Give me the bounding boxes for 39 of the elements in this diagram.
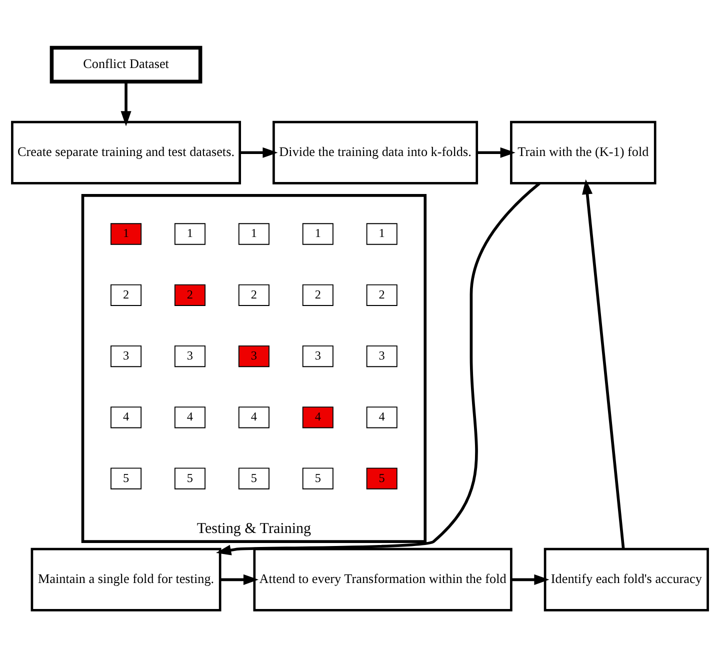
node-box: 1 bbox=[110, 222, 142, 244]
node-box: 2 bbox=[366, 284, 398, 306]
node-box: 5 bbox=[366, 467, 398, 489]
node-box: Train with the (K-1) fold bbox=[510, 120, 656, 184]
node-box: 2 bbox=[302, 284, 334, 306]
node-box: 5 bbox=[110, 467, 142, 489]
node-box: 1 bbox=[366, 222, 398, 244]
node-box: 2 bbox=[174, 284, 206, 306]
node-box: 5 bbox=[238, 467, 270, 489]
arrow bbox=[582, 178, 625, 548]
node-box: 4 bbox=[302, 406, 334, 428]
arrow bbox=[120, 81, 132, 126]
arrow bbox=[477, 146, 516, 158]
node-box: 1 bbox=[302, 222, 334, 244]
arrow bbox=[240, 146, 278, 158]
node-box: 3 bbox=[110, 344, 142, 367]
node-box: 3 bbox=[174, 344, 206, 367]
node-box: 2 bbox=[238, 284, 270, 306]
node-box: 4 bbox=[174, 406, 206, 428]
arrow bbox=[511, 574, 550, 584]
node-box: 3 bbox=[302, 344, 334, 367]
node-box: 5 bbox=[302, 467, 334, 489]
node-box: Identify each fold's accuracy bbox=[544, 547, 709, 611]
node-box: 4 bbox=[238, 406, 270, 428]
node-box: Maintain a single fold for testing. bbox=[30, 547, 222, 611]
arrow bbox=[220, 574, 259, 584]
node-box: Attend to every Transformation within the fold bbox=[253, 547, 512, 611]
node-box: 3 bbox=[238, 344, 270, 367]
node-box: 2 bbox=[110, 284, 142, 306]
node-box: Create separate training and test datasets. bbox=[11, 120, 242, 184]
arrow bbox=[216, 182, 540, 555]
node-box: Divide the training data into k-folds. bbox=[272, 120, 478, 184]
node-box: 4 bbox=[110, 406, 142, 428]
node-box: 3 bbox=[366, 344, 398, 367]
node-box: 1 bbox=[174, 222, 206, 244]
node-box: 4 bbox=[366, 406, 398, 428]
node-box: 1 bbox=[238, 222, 270, 244]
node-box: Conflict Dataset bbox=[50, 45, 202, 83]
node-box: 5 bbox=[174, 467, 206, 489]
